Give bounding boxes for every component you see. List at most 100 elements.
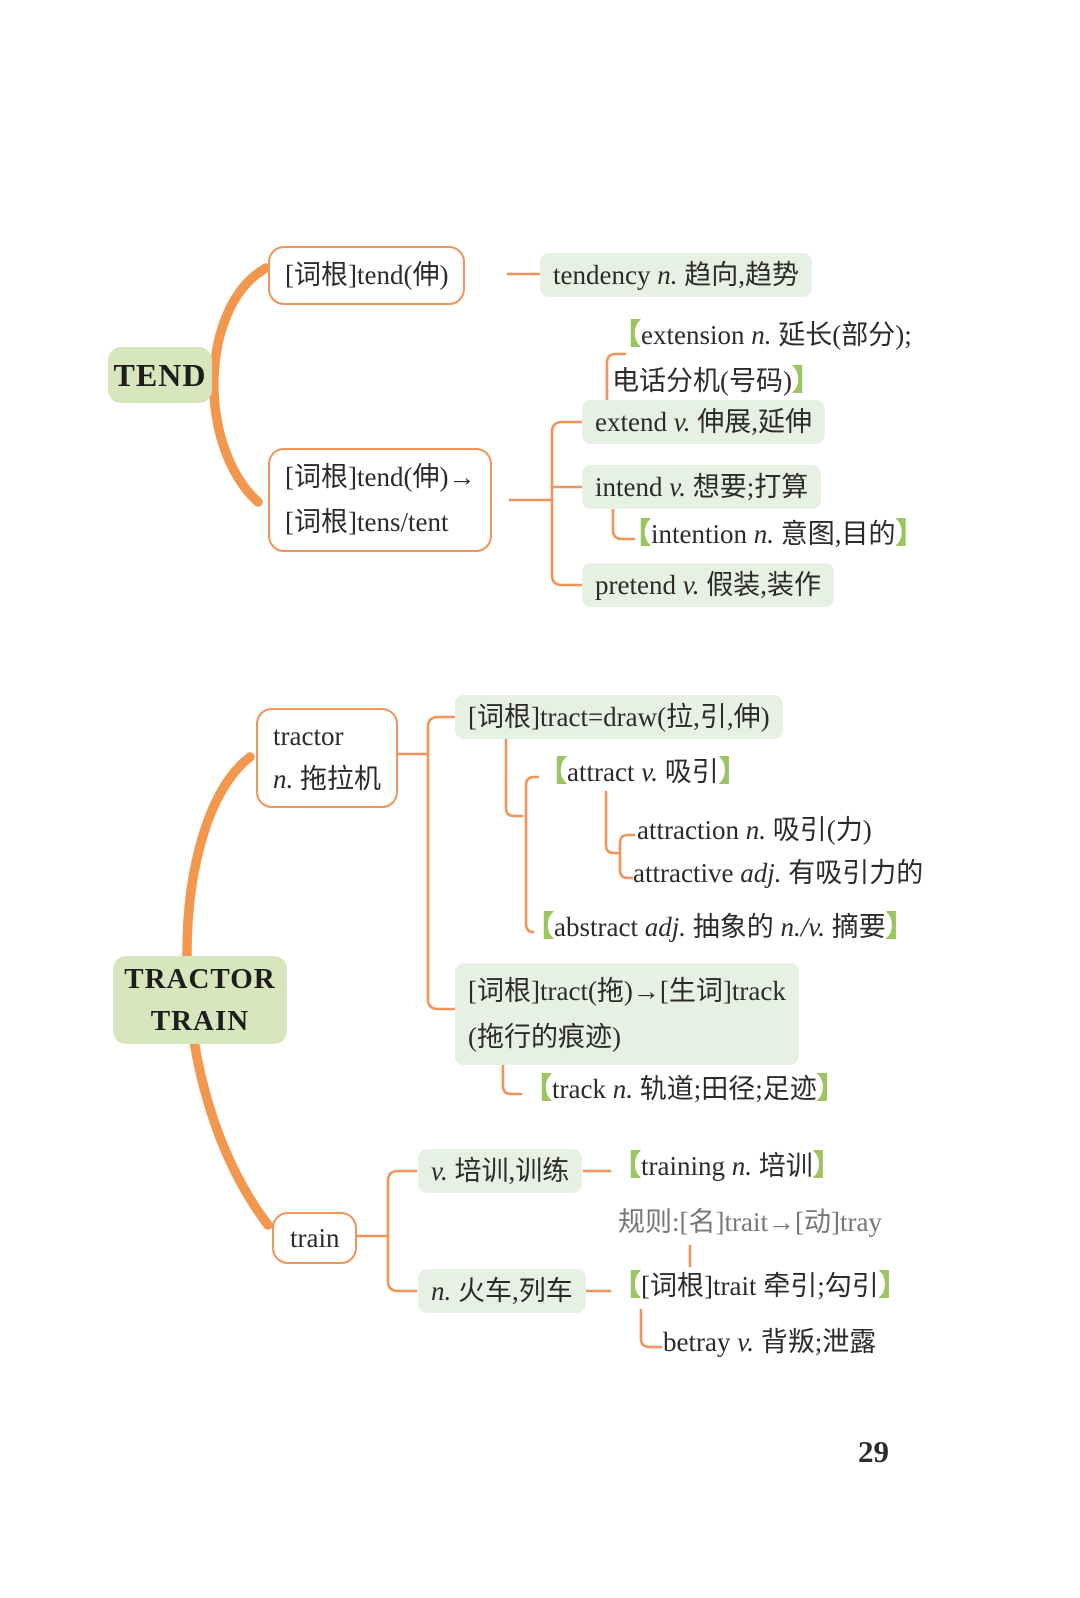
green-bracket-close: 】 <box>718 756 748 788</box>
green-bracket-open: 【 <box>612 1150 642 1182</box>
entry-intend: intend v. 想要;打算 <box>582 465 822 509</box>
entry-extension-meaning: 延长(部分); <box>771 320 912 350</box>
entry-trait-label: [词根]trait 牵引;勾引 <box>641 1271 879 1301</box>
entry-abstract-word: abstract <box>554 912 645 942</box>
tend-trunk-arc <box>209 263 271 507</box>
entry-attract-word: attract <box>567 757 642 787</box>
entry-intend-pos: v. <box>669 472 686 502</box>
green-bracket-close: 】 <box>885 911 915 943</box>
green-bracket-open: 【 <box>538 756 568 788</box>
root-node-train-label: TRAIN <box>150 1005 250 1037</box>
entry-pretend-meaning: 假装,装作 <box>699 570 821 600</box>
entry-attraction-pos: n. <box>745 815 766 845</box>
entry-abstract: 【abstract adj. 抽象的 n./v. 摘要】 <box>525 910 915 944</box>
branch-box-root-tend-label: [词根]tend(伸) <box>285 260 449 290</box>
entry-intention-meaning: 意图,目的 <box>774 519 896 549</box>
root-tract-track-line2: (拖行的痕迹) <box>468 1022 621 1052</box>
green-bracket-close: 】 <box>878 1270 908 1302</box>
root-node-tend-label: TEND <box>113 356 207 393</box>
entry-attractive-meaning: 有吸引力的 <box>781 858 924 888</box>
entry-attraction-meaning: 吸引(力) <box>765 815 872 845</box>
entry-track: 【track n. 轨道;田径;足迹】 <box>523 1072 846 1106</box>
green-bracket-close: 】 <box>895 518 925 550</box>
entry-pretend-pos: v. <box>682 570 700 600</box>
entry-abstract-end: 摘要 <box>824 912 886 942</box>
branch-box-tractor: tractor n. 拖拉机 <box>256 708 398 808</box>
green-bracket-close: 】 <box>816 1073 846 1105</box>
entry-extend: extend v. 伸展,延伸 <box>582 400 825 444</box>
entry-betray: betray v. 背叛;泄露 <box>663 1325 876 1359</box>
entry-attract-pos: v. <box>641 757 658 787</box>
entry-extend-pos: v. <box>673 407 691 437</box>
entry-extend-meaning: 伸展,延伸 <box>690 407 812 437</box>
train-verb-meaning: 培训,训练 <box>447 1156 570 1186</box>
page-number-text: 29 <box>858 1434 889 1469</box>
entry-intention: 【intention n. 意图,目的】 <box>622 517 925 551</box>
entry-tendency-meaning: 趋向,趋势 <box>677 260 799 290</box>
root-tract-draw-label: [词根]tract=draw(拉,引,伸) <box>468 702 770 732</box>
entry-pretend-word: pretend <box>595 570 683 600</box>
root-tract-track-line1: [词根]tract(拖)→[生词]track <box>468 976 786 1006</box>
entry-train-verb: v. 培训,训练 <box>418 1149 583 1193</box>
entry-intention-word: intention <box>651 519 754 549</box>
entry-attractive-pos: adj. <box>740 858 782 888</box>
entry-training-pos: n. <box>731 1151 752 1181</box>
green-bracket-open: 【 <box>525 911 555 943</box>
entry-extend-word: extend <box>595 407 674 437</box>
train-verb-pos: v. <box>431 1156 448 1186</box>
entry-track-meaning: 轨道;田径;足迹 <box>632 1074 817 1104</box>
entry-intend-word: intend <box>595 472 670 502</box>
entry-extension-meaning2: 电话分机(号码) <box>612 366 792 396</box>
entry-abstract-pos: adj. <box>644 912 686 942</box>
root-node-tractor-label: TRACTOR <box>124 963 276 995</box>
entry-tendency-word: tendency <box>553 260 658 290</box>
root-node-tend: TEND <box>108 347 212 403</box>
tractor-pos: n. <box>273 764 294 794</box>
green-bracket-open: 【 <box>612 1270 642 1302</box>
page-number: 29 <box>858 1434 889 1470</box>
branch-box-train: train <box>272 1212 358 1264</box>
root-node-tractor-train: TRACTOR TRAIN <box>113 956 287 1044</box>
entry-train-noun: n. 火车,列车 <box>418 1269 586 1313</box>
green-bracket-open: 【 <box>523 1073 553 1105</box>
entry-training-meaning: 培训 <box>752 1151 813 1181</box>
entry-attract-meaning: 吸引 <box>657 757 719 787</box>
green-bracket-close: 】 <box>812 1150 842 1182</box>
branch-box-root-tens-tent: [词根]tend(伸)→ [词根]tens/tent <box>268 448 493 552</box>
green-bracket-open: 【 <box>612 319 642 351</box>
thin-branches <box>350 272 692 1349</box>
entry-attractive-word: attractive <box>633 858 741 888</box>
entry-root-tract-draw: [词根]tract=draw(拉,引,伸) <box>455 695 783 739</box>
root-tens-tent-line2: [词根]tens/tent <box>285 507 449 537</box>
entry-tendency: tendency n. 趋向,趋势 <box>540 253 812 297</box>
entry-attract: 【attract v. 吸引】 <box>538 755 748 789</box>
entry-pretend: pretend v. 假装,装作 <box>582 563 834 607</box>
rule-note-text: 规则:[名]trait→[动]tray <box>618 1207 882 1237</box>
entry-rule-note: 规则:[名]trait→[动]tray <box>618 1205 882 1239</box>
branch-box-root-tend: [词根]tend(伸) <box>268 246 466 305</box>
train-noun-meaning: 火车,列车 <box>451 1276 573 1306</box>
entry-attraction-word: attraction <box>637 815 746 845</box>
entry-intention-pos: n. <box>753 519 775 549</box>
entry-track-pos: n. <box>612 1074 633 1104</box>
entry-extension-word: extension <box>641 320 752 350</box>
entry-abstract-mid: 抽象的 <box>685 912 781 942</box>
entry-training: 【training n. 培训】 <box>612 1149 842 1183</box>
entry-betray-meaning: 背叛;泄露 <box>753 1327 877 1357</box>
entry-betray-word: betray <box>663 1327 738 1357</box>
root-tens-tent-line1: [词根]tend(伸)→ <box>285 462 476 492</box>
entry-trait: 【[词根]trait 牵引;勾引】 <box>612 1269 908 1303</box>
entry-attraction: attraction n. 吸引(力) <box>637 813 872 847</box>
train-word: train <box>290 1223 340 1253</box>
entry-tendency-pos: n. <box>657 260 678 290</box>
entry-abstract-pos2: n./v. <box>780 912 825 942</box>
entry-intend-meaning: 想要;打算 <box>685 472 809 502</box>
entry-extension: 【extension n. 延长(部分); 电话分机(号码)】 <box>612 312 912 404</box>
entry-track-word: track <box>552 1074 613 1104</box>
train-noun-pos: n. <box>431 1276 452 1306</box>
tractor-word: tractor <box>273 721 344 751</box>
entry-root-tract-track: [词根]tract(拖)→[生词]track (拖行的痕迹) <box>455 963 799 1065</box>
entry-extension-pos: n. <box>751 320 772 350</box>
